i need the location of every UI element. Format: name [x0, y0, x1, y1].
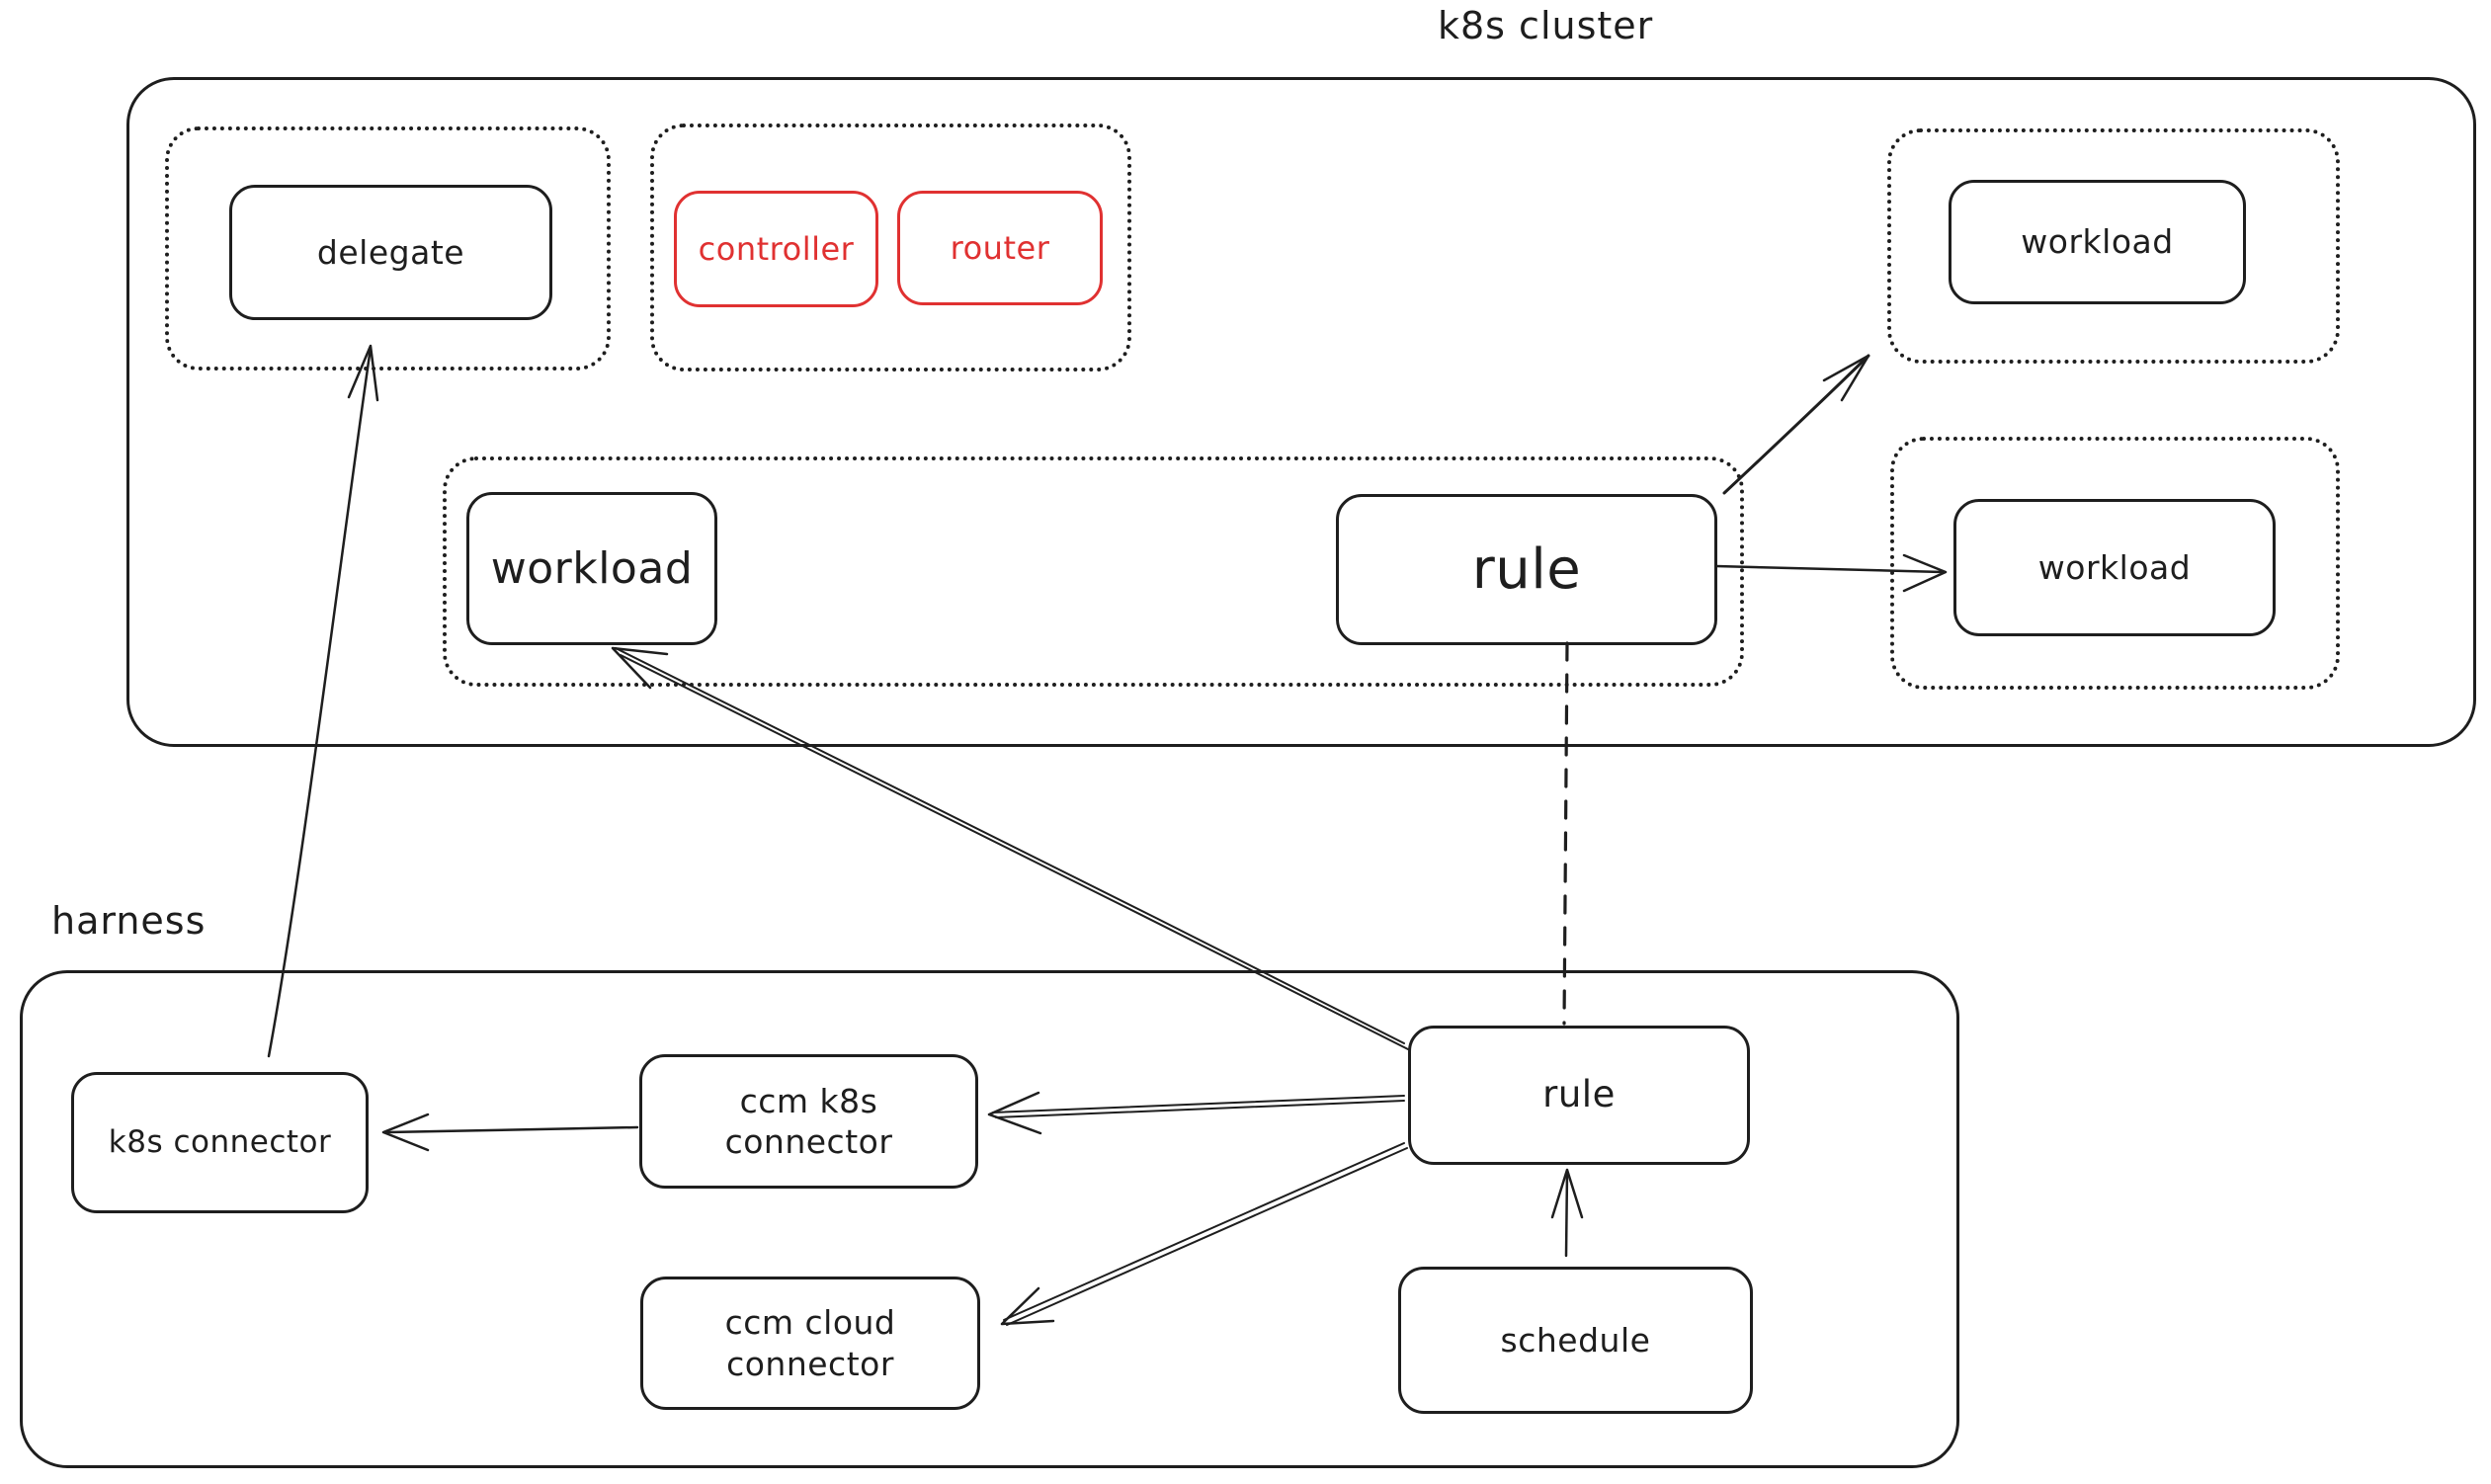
node-k8s-connector: k8s connector: [71, 1072, 369, 1213]
node-workload-right-top: workload: [1949, 180, 2246, 304]
controller-router-group: [650, 124, 1131, 371]
delegate-group: [165, 126, 611, 371]
node-router: router: [897, 191, 1103, 305]
node-delegate: delegate: [229, 185, 552, 320]
harness-label: harness: [51, 899, 207, 943]
node-rule-top: rule: [1336, 494, 1717, 645]
node-rule-bottom: rule: [1408, 1026, 1750, 1165]
node-workload-main: workload: [466, 492, 717, 645]
node-workload-right-bottom: workload: [1953, 499, 2276, 636]
workload-group-bottom-right: [1890, 437, 2340, 690]
node-ccm-k8s-connector: ccm k8s connector: [639, 1054, 978, 1189]
workload-group-top-right: [1887, 128, 2340, 364]
k8s-cluster-label: k8s cluster: [1438, 4, 1654, 47]
node-ccm-cloud-connector: ccm cloud connector: [640, 1277, 980, 1410]
node-controller: controller: [674, 191, 878, 307]
node-schedule: schedule: [1398, 1267, 1753, 1414]
